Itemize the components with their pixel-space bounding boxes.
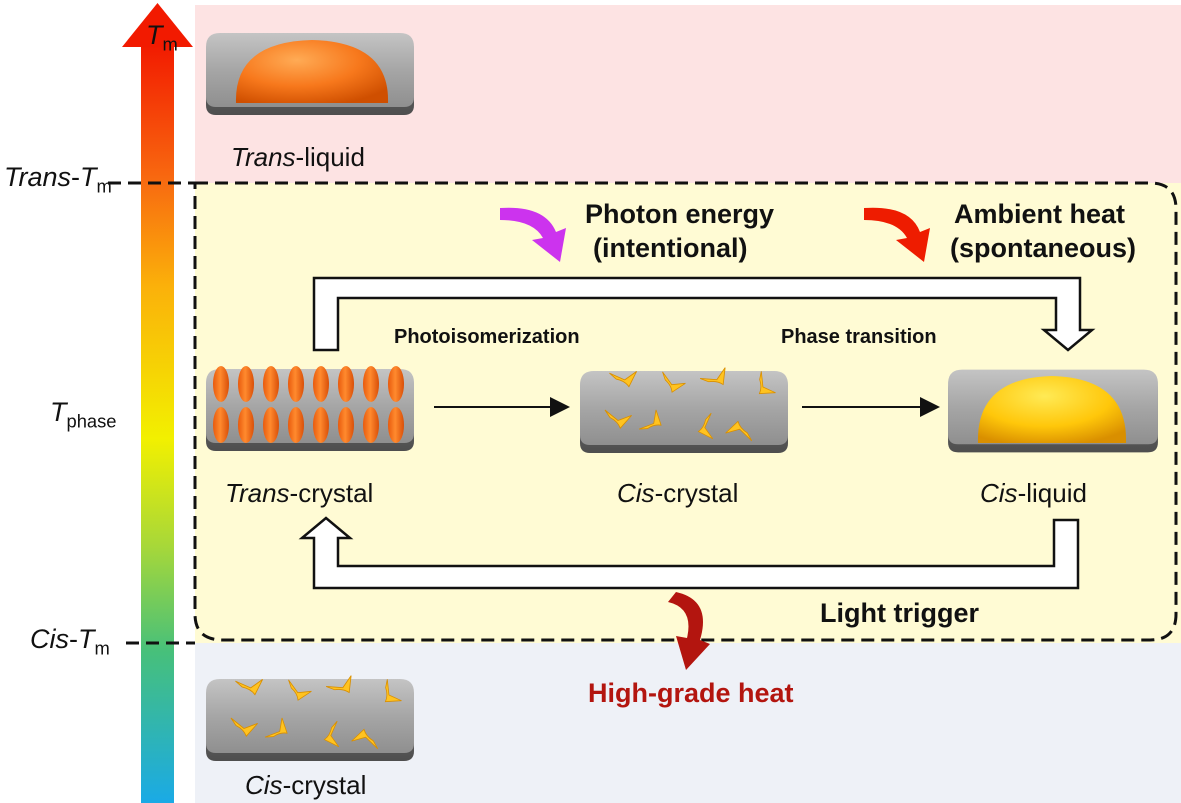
trans-tm-t: T (80, 162, 97, 192)
label-trans-liquid: Trans-liquid (231, 142, 365, 173)
cis-tm-dash: - (69, 624, 78, 654)
cis-crystal-bottom-prefix: Cis (245, 770, 283, 800)
trans-crystal-prefix: Trans (225, 478, 290, 508)
cis-crystal-plate-middle (580, 367, 788, 453)
cis-liquid-plate (948, 369, 1158, 453)
high-grade-heat-arrow (668, 592, 710, 670)
cis-liquid-rest: -liquid (1017, 478, 1087, 508)
trans-tm-dash: - (71, 162, 81, 192)
cis-crystal-plate-bottom (206, 675, 414, 761)
axis-label-cis-tm: Cis-Tm (30, 624, 110, 659)
trans-crystal-rest: -crystal (289, 478, 374, 508)
high-grade-heat-label: High-grade heat (588, 678, 794, 708)
cis-tm-sub: m (94, 637, 110, 659)
photon-energy-arrow (500, 207, 566, 262)
lower-bracket-arrow (298, 516, 1080, 590)
ambient-heat-line1: Ambient heat (954, 199, 1126, 229)
trans-tm-sub: m (96, 175, 112, 197)
phase-transition-label: Phase transition (781, 326, 937, 348)
trans-tm-prefix: Trans (4, 162, 72, 192)
cis-liquid-prefix: Cis (980, 478, 1018, 508)
upper-bracket-arrow (312, 276, 1096, 352)
axis-label-tm-top: Tm (146, 20, 178, 55)
cis-crystal-mid-prefix: Cis (617, 478, 655, 508)
photon-energy-line2: (intentional) (593, 233, 748, 263)
label-cis-crystal-middle: Cis-crystal (617, 478, 738, 509)
photon-energy-label: Photon energy (intentional) (585, 197, 774, 265)
ambient-heat-line2: (spontaneous) (950, 233, 1136, 263)
photoisomerization-label: Photoisomerization (394, 326, 580, 348)
trans-liquid-plate (206, 33, 414, 115)
trans-crystal-plate (206, 366, 414, 451)
photon-energy-line1: Photon energy (585, 199, 775, 229)
temperature-axis-bar (141, 44, 174, 803)
t-phase-t: T (50, 397, 67, 427)
cis-crystal-bottom-rest: -crystal (282, 770, 367, 800)
label-cis-liquid: Cis-liquid (980, 478, 1087, 509)
cis-tm-prefix: Cis (30, 624, 69, 654)
axis-tm-sub: m (162, 33, 178, 55)
cis-crystal-mid-rest: -crystal (654, 478, 739, 508)
trans-crystal-ellipsoids (213, 366, 404, 443)
ambient-heat-label: Ambient heat (spontaneous) (950, 197, 1136, 265)
axis-label-trans-tm: Trans-Tm (4, 162, 112, 197)
trans-liquid-rest: -liquid (295, 142, 365, 172)
trans-liquid-prefix: Trans (231, 142, 296, 172)
axis-tm-t: T (146, 20, 163, 50)
light-trigger-label: Light trigger (820, 598, 979, 628)
dashed-region-border (193, 181, 1178, 642)
label-cis-crystal-bottom: Cis-crystal (245, 770, 366, 801)
axis-label-t-phase: Tphase (50, 397, 117, 432)
cis-tm-t: T (78, 624, 95, 654)
label-trans-crystal: Trans-crystal (225, 478, 373, 509)
ambient-heat-arrow (864, 207, 930, 262)
temperature-axis-arrowhead (122, 3, 193, 47)
t-phase-sub: phase (66, 410, 117, 432)
